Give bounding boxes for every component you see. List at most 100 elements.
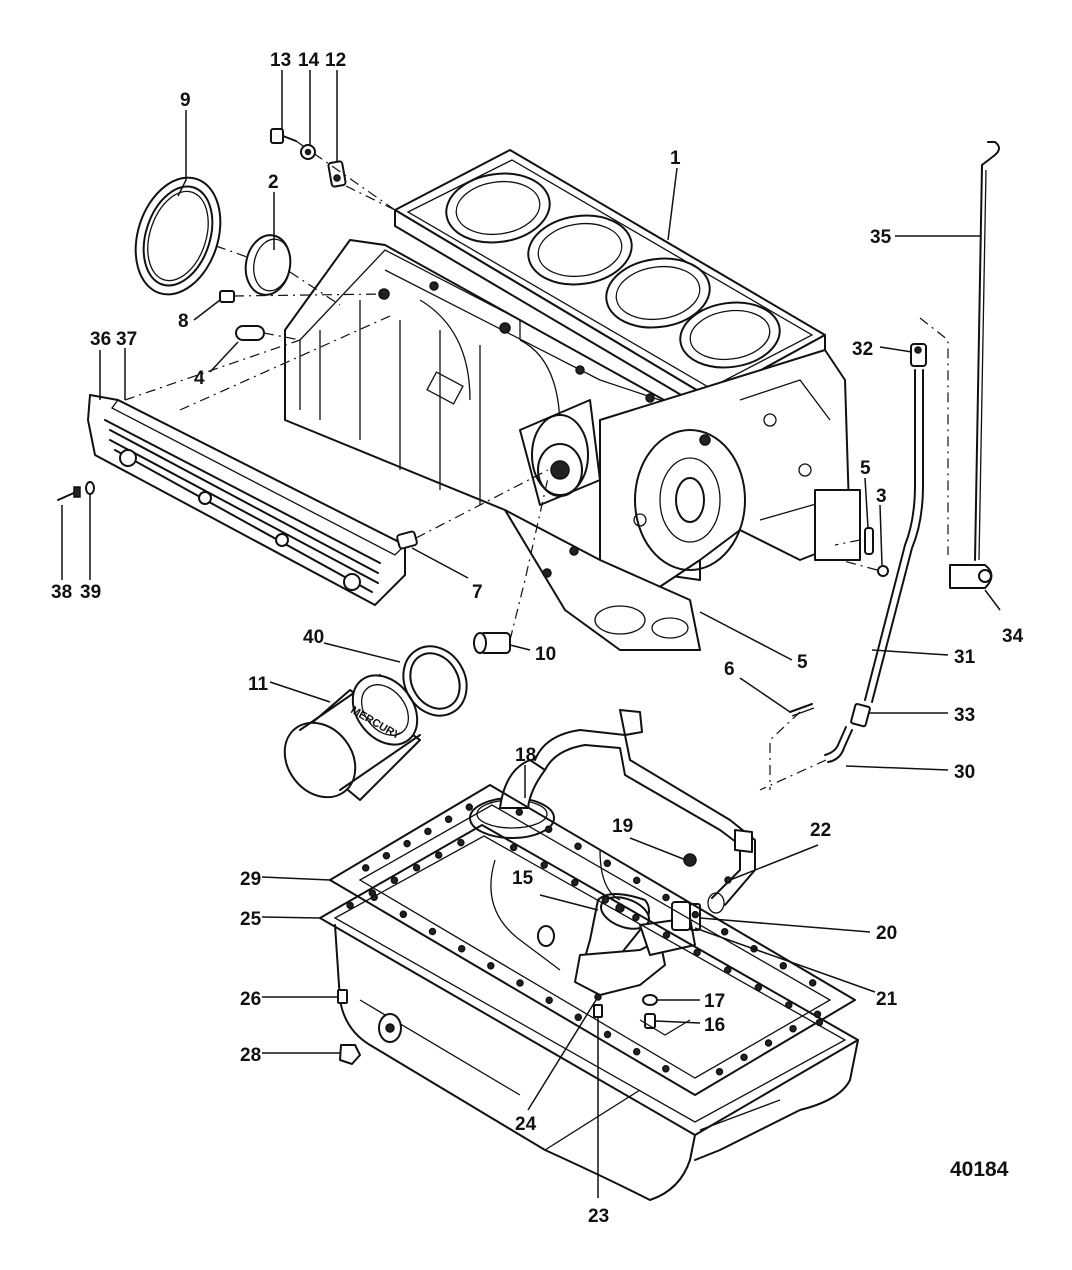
bolt-hole	[632, 1047, 641, 1056]
leader-6	[769, 711, 801, 790]
bolt-26	[337, 989, 348, 1004]
washer-39	[85, 481, 95, 495]
callout-2: 2	[268, 172, 279, 193]
callout-10: 10	[535, 644, 556, 665]
bolt-hole	[540, 861, 548, 869]
callout-5b: 5	[797, 652, 808, 673]
bolt-hole	[457, 944, 466, 953]
callout-17: 17	[704, 991, 725, 1012]
bolt-hole	[412, 863, 421, 872]
bolt-hole	[424, 827, 432, 836]
callout-30: 30	[954, 762, 975, 783]
bolt-hole	[632, 913, 640, 922]
bolt-hole	[403, 839, 411, 848]
bracket-12	[327, 160, 347, 188]
bolt-hole	[516, 979, 524, 987]
bolt-hole	[509, 843, 518, 852]
bolt-hole	[785, 1001, 793, 1009]
callout-9: 9	[180, 90, 191, 111]
callout-5a: 5	[860, 458, 871, 479]
callout-32: 32	[852, 339, 873, 360]
bolt-hole	[574, 842, 582, 851]
leader-7	[415, 469, 549, 539]
bolt-hole	[813, 1010, 822, 1019]
callout-29: 29	[240, 869, 261, 890]
pan-gasket-29	[329, 784, 856, 1096]
callout-19: 19	[612, 816, 633, 837]
callout-13: 13	[270, 50, 291, 71]
callout-33: 33	[954, 705, 975, 726]
reference-number: 40184	[950, 1158, 1009, 1181]
callout-40: 40	[303, 627, 324, 648]
bolt-hole	[544, 825, 553, 833]
callout-26: 26	[240, 989, 261, 1010]
gasket-40	[402, 645, 468, 717]
gasket-20	[689, 903, 701, 931]
bolt-23	[593, 1004, 603, 1018]
bolt-13	[270, 128, 297, 144]
bolt-hole	[574, 1013, 583, 1022]
drain-plug-28	[339, 1044, 361, 1065]
stud-6	[789, 703, 815, 717]
dipstick-35	[974, 141, 1000, 561]
plug-8	[219, 290, 235, 303]
callout-labels: 1 2 3 4 5 5 6 7 8 9 10 11 12 13 14 15 16…	[51, 50, 1024, 1227]
callout-38: 38	[51, 582, 72, 603]
callout-15: 15	[512, 868, 534, 889]
elbow-30	[824, 726, 853, 763]
bolt-hole	[815, 1018, 824, 1027]
bolt-hole	[457, 838, 465, 847]
oil-pan-25	[319, 824, 859, 1201]
callout-11: 11	[248, 674, 269, 695]
bolt-hole	[346, 901, 354, 910]
cap-32	[910, 343, 927, 367]
leader-4	[263, 332, 301, 341]
leader-3-5	[834, 539, 878, 571]
dipstick-tube-31	[864, 369, 924, 703]
callout-36: 36	[90, 329, 111, 350]
pan-bolt-holes	[346, 803, 824, 1076]
bolt-hole	[444, 815, 453, 824]
callout-21: 21	[876, 989, 898, 1010]
callout-18: 18	[515, 745, 536, 766]
bolt-hole	[603, 859, 612, 868]
callout-12: 12	[325, 50, 346, 71]
bolt-hole	[789, 1024, 797, 1033]
bolt-hole	[754, 983, 763, 992]
callout-28: 28	[240, 1045, 261, 1066]
dowel-5a	[864, 527, 874, 555]
bolt-hole	[368, 889, 377, 897]
fitting-10	[473, 632, 511, 654]
bolt-hole	[428, 927, 437, 936]
leader-lines	[61, 70, 1001, 1198]
engine-block	[284, 149, 861, 651]
washer-14	[300, 144, 316, 160]
leader-30	[759, 759, 827, 791]
washer-24	[594, 993, 602, 1001]
bolt-hole	[691, 910, 700, 919]
callout-4: 4	[194, 368, 205, 389]
bolt-38	[57, 486, 81, 501]
bolt-hole	[764, 1039, 773, 1047]
bolt-hole	[662, 931, 671, 939]
bolt-hole	[808, 979, 817, 987]
leader-8	[233, 293, 385, 297]
callout-14: 14	[298, 50, 320, 71]
clip-34	[949, 564, 993, 589]
bolt-hole	[515, 808, 524, 816]
bolt-hole	[723, 966, 732, 974]
oil-filter-11: MERCURY	[283, 674, 421, 801]
callout-20: 20	[876, 923, 897, 944]
washer-17	[642, 994, 658, 1006]
plug-3	[877, 565, 889, 577]
callout-6: 6	[724, 659, 735, 680]
callout-31: 31	[954, 647, 976, 668]
bolt-hole	[779, 962, 788, 970]
callout-8: 8	[178, 311, 189, 332]
bolt-hole	[399, 910, 408, 919]
bolt-hole	[632, 876, 641, 885]
bolt-hole	[487, 962, 495, 970]
oil-pump-15	[574, 893, 696, 996]
bolt-hole	[465, 803, 474, 811]
